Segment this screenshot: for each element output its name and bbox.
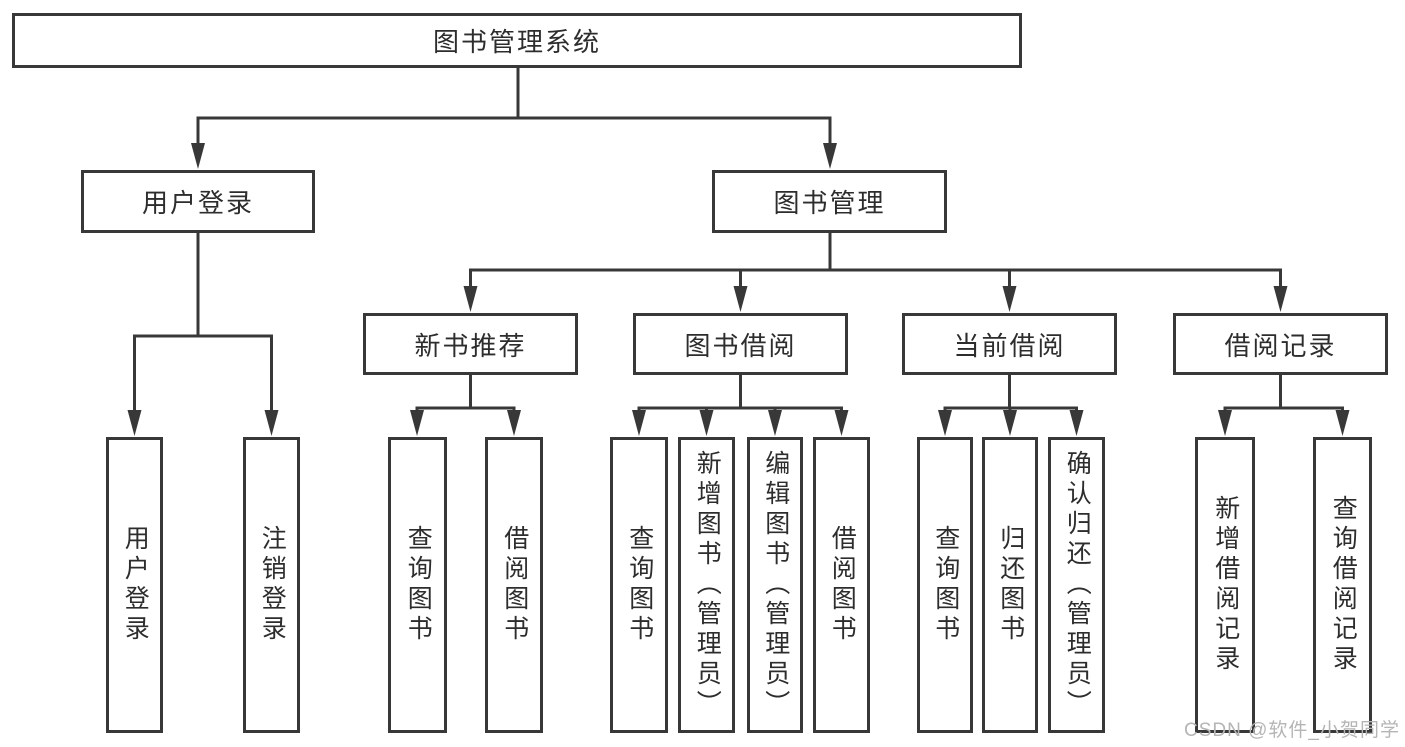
leaf-user-login: 用户登录 — [106, 437, 163, 733]
leaf-borrow-edit-book: 编辑图书（管理员） — [747, 437, 803, 733]
leaf-records-query-record-label: 查询借阅记录 — [1329, 495, 1358, 675]
leaf-current-confirm-return: 确认归还（管理员） — [1048, 437, 1105, 733]
leaf-records-add-record: 新增借阅记录 — [1195, 437, 1255, 733]
leaf-current-return-book-label: 归还图书 — [996, 525, 1025, 645]
leaf-recommend-borrow-book: 借阅图书 — [485, 437, 543, 733]
node-root: 图书管理系统 — [12, 13, 1022, 68]
leaf-logout: 注销登录 — [243, 437, 300, 733]
node-current-borrow: 当前借阅 — [902, 313, 1117, 375]
node-current-borrow-label: 当前借阅 — [953, 330, 1066, 361]
leaf-borrow-query-book-label: 查询图书 — [625, 525, 654, 645]
node-user-login-label: 用户登录 — [141, 188, 254, 218]
leaf-recommend-query-book-label: 查询图书 — [404, 525, 433, 645]
node-user-login: 用户登录 — [81, 170, 315, 233]
watermark: CSDN @软件_小贺同学 — [1184, 720, 1400, 741]
node-borrow-records-label: 借阅记录 — [1224, 330, 1337, 361]
node-borrow-records: 借阅记录 — [1173, 313, 1388, 375]
node-root-label: 图书管理系统 — [432, 27, 601, 57]
leaf-borrow-borrow-book: 借阅图书 — [813, 437, 870, 733]
node-new-book-recommend: 新书推荐 — [363, 313, 578, 375]
leaf-recommend-borrow-book-label: 借阅图书 — [500, 525, 529, 645]
leaf-borrow-add-book: 新增图书（管理员） — [678, 437, 735, 733]
leaf-borrow-add-book-label: 新增图书（管理员） — [693, 450, 722, 720]
leaf-current-confirm-return-label: 确认归还（管理员） — [1063, 450, 1092, 720]
leaf-records-query-record: 查询借阅记录 — [1313, 437, 1372, 733]
leaf-user-login-label: 用户登录 — [121, 525, 150, 645]
leaf-logout-label: 注销登录 — [258, 525, 287, 645]
leaf-recommend-query-book: 查询图书 — [388, 437, 447, 733]
leaf-records-add-record-label: 新增借阅记录 — [1211, 495, 1240, 675]
node-book-management-label: 图书管理 — [773, 188, 886, 218]
leaf-current-query-book: 查询图书 — [917, 437, 973, 733]
leaf-borrow-query-book: 查询图书 — [610, 437, 668, 733]
leaf-current-return-book: 归还图书 — [982, 437, 1038, 733]
node-book-management: 图书管理 — [712, 170, 947, 233]
leaf-borrow-borrow-book-label: 借阅图书 — [828, 525, 857, 645]
leaf-current-query-book-label: 查询图书 — [931, 525, 960, 645]
node-new-book-recommend-label: 新书推荐 — [414, 330, 527, 361]
node-book-borrow: 图书借阅 — [633, 313, 848, 375]
arrowhead-icons — [127, 143, 1350, 436]
node-book-borrow-label: 图书借阅 — [684, 330, 797, 361]
leaf-borrow-edit-book-label: 编辑图书（管理员） — [761, 450, 790, 720]
